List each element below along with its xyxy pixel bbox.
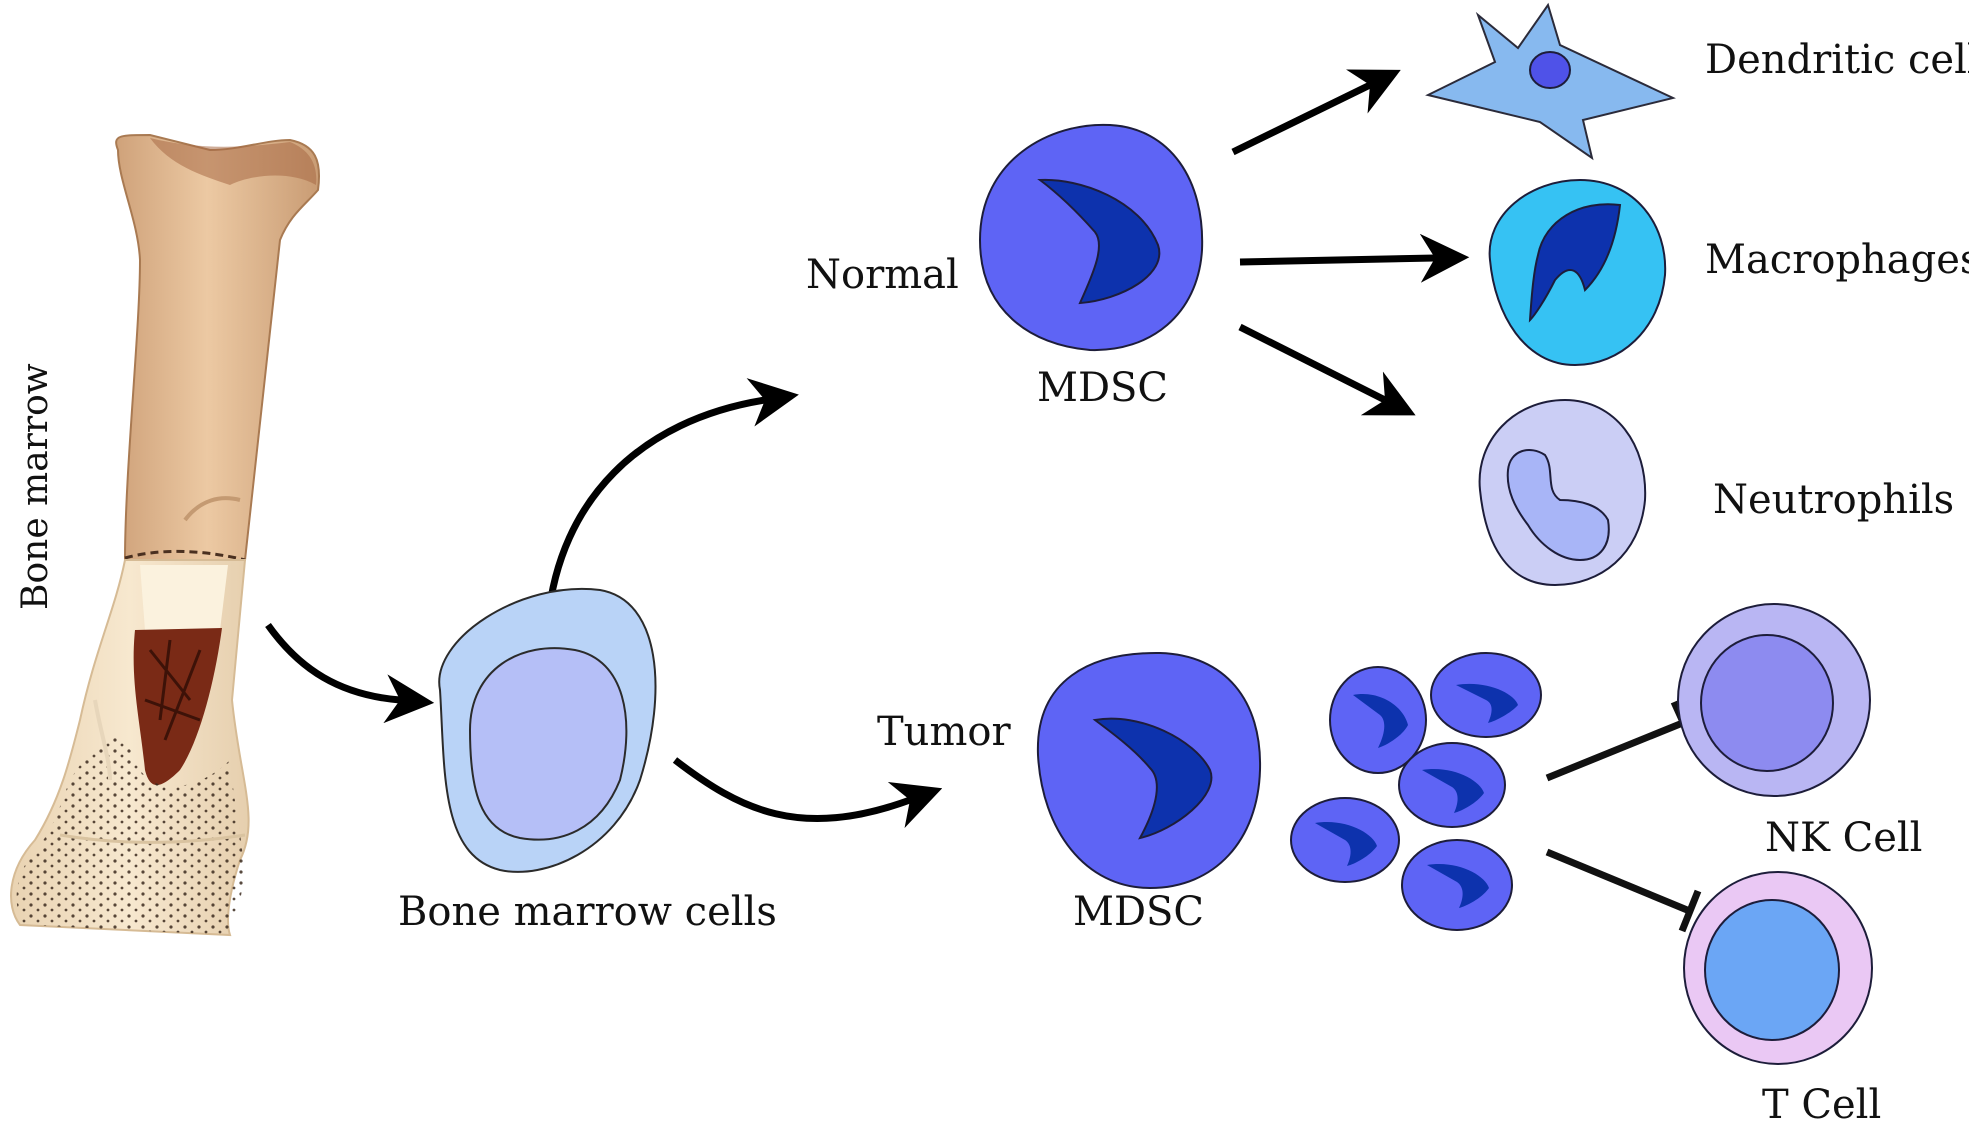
arrow-to-tumor [672, 757, 943, 829]
label-dendritic-cells: Dendritic cells [1705, 37, 1969, 83]
arrow-to-neutrophil [1238, 323, 1416, 416]
mdsc-cluster [1290, 652, 1542, 931]
mdsc-tumor-cell [1036, 651, 1262, 890]
label-mdsc-tumor: MDSC [1073, 889, 1205, 935]
label-macrophages: Macrophages [1705, 237, 1969, 283]
bone-marrow-cell [438, 587, 657, 873]
bone-illustration [10, 133, 320, 937]
arrow-to-dendritic [1231, 69, 1401, 156]
arrow-to-normal [544, 378, 799, 621]
neutrophil-cell [1478, 398, 1647, 587]
label-nk-cell: NK Cell [1765, 815, 1923, 861]
inhibit-t [1545, 848, 1702, 933]
label-neutrophils: Neutrophils [1713, 477, 1955, 523]
inhibit-nk [1545, 700, 1696, 782]
label-mdsc-normal: MDSC [1037, 365, 1169, 411]
label-t-cell: T Cell [1762, 1082, 1882, 1128]
dendritic-cell [1425, 2, 1676, 161]
macrophage-cell [1488, 178, 1667, 367]
label-bone-marrow: Bone marrow [15, 363, 56, 610]
mdsc-normal-cell [978, 123, 1204, 352]
arrow-bone-to-bmc [265, 622, 435, 724]
label-bone-marrow-cells: Bone marrow cells [398, 889, 777, 935]
arrow-to-macrophage [1239, 233, 1470, 283]
t-cell [1683, 871, 1873, 1065]
label-tumor: Tumor [877, 709, 1011, 755]
nk-cell [1677, 603, 1871, 797]
label-normal: Normal [806, 252, 959, 298]
bone-upper-shaft [115, 133, 320, 561]
